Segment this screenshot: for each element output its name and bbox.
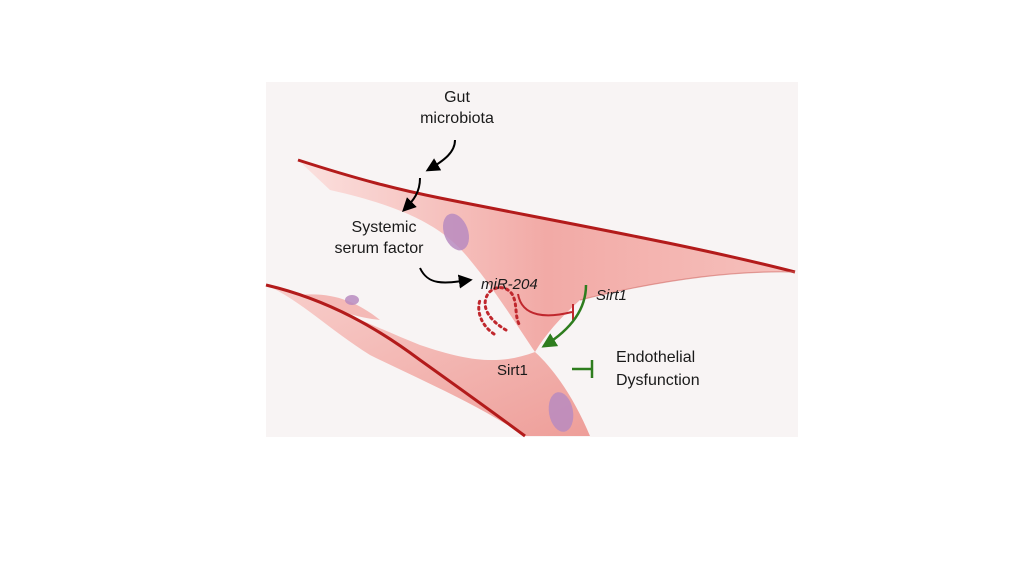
serum-factor-label-line2: serum factor: [335, 240, 425, 257]
gut-to-serum-arrow-lower: [402, 177, 421, 212]
gut-microbiota-label-line2: microbiota: [420, 110, 494, 127]
upper-cell-inner-edge: [579, 271, 796, 301]
upper-endothelial-cell: [298, 160, 795, 352]
lower-endothelial-cell: [266, 285, 590, 436]
gut-to-serum-arrow-upper: [425, 139, 456, 172]
nucleus-left: [345, 295, 359, 305]
sirt1-protein-label: Sirt1: [497, 362, 528, 379]
serum-factor-label-line1: Systemic: [352, 219, 417, 236]
endothelial-dysfunction-label-line2: Dysfunction: [616, 372, 700, 389]
mir204-hairpin-icon: [483, 286, 522, 332]
mir204-hairpin-icon-2: [477, 298, 496, 336]
upper-cell-border: [297, 158, 796, 274]
gut-microbiota-label-line1: Gut: [444, 89, 470, 106]
sirt1-gene-label: Sirt1: [596, 287, 627, 304]
sirt1-translation-arrow: [541, 284, 588, 348]
nucleus-upper: [442, 213, 470, 251]
lower-cell-border: [265, 283, 526, 438]
endothelial-dysfunction-label-line1: Endothelial: [616, 349, 695, 366]
mir204-inhibition-line: [517, 293, 573, 317]
nucleus-lower: [548, 392, 574, 432]
mir204-label: miR-204: [481, 276, 538, 293]
serum-to-mir204-arrow: [419, 267, 473, 289]
